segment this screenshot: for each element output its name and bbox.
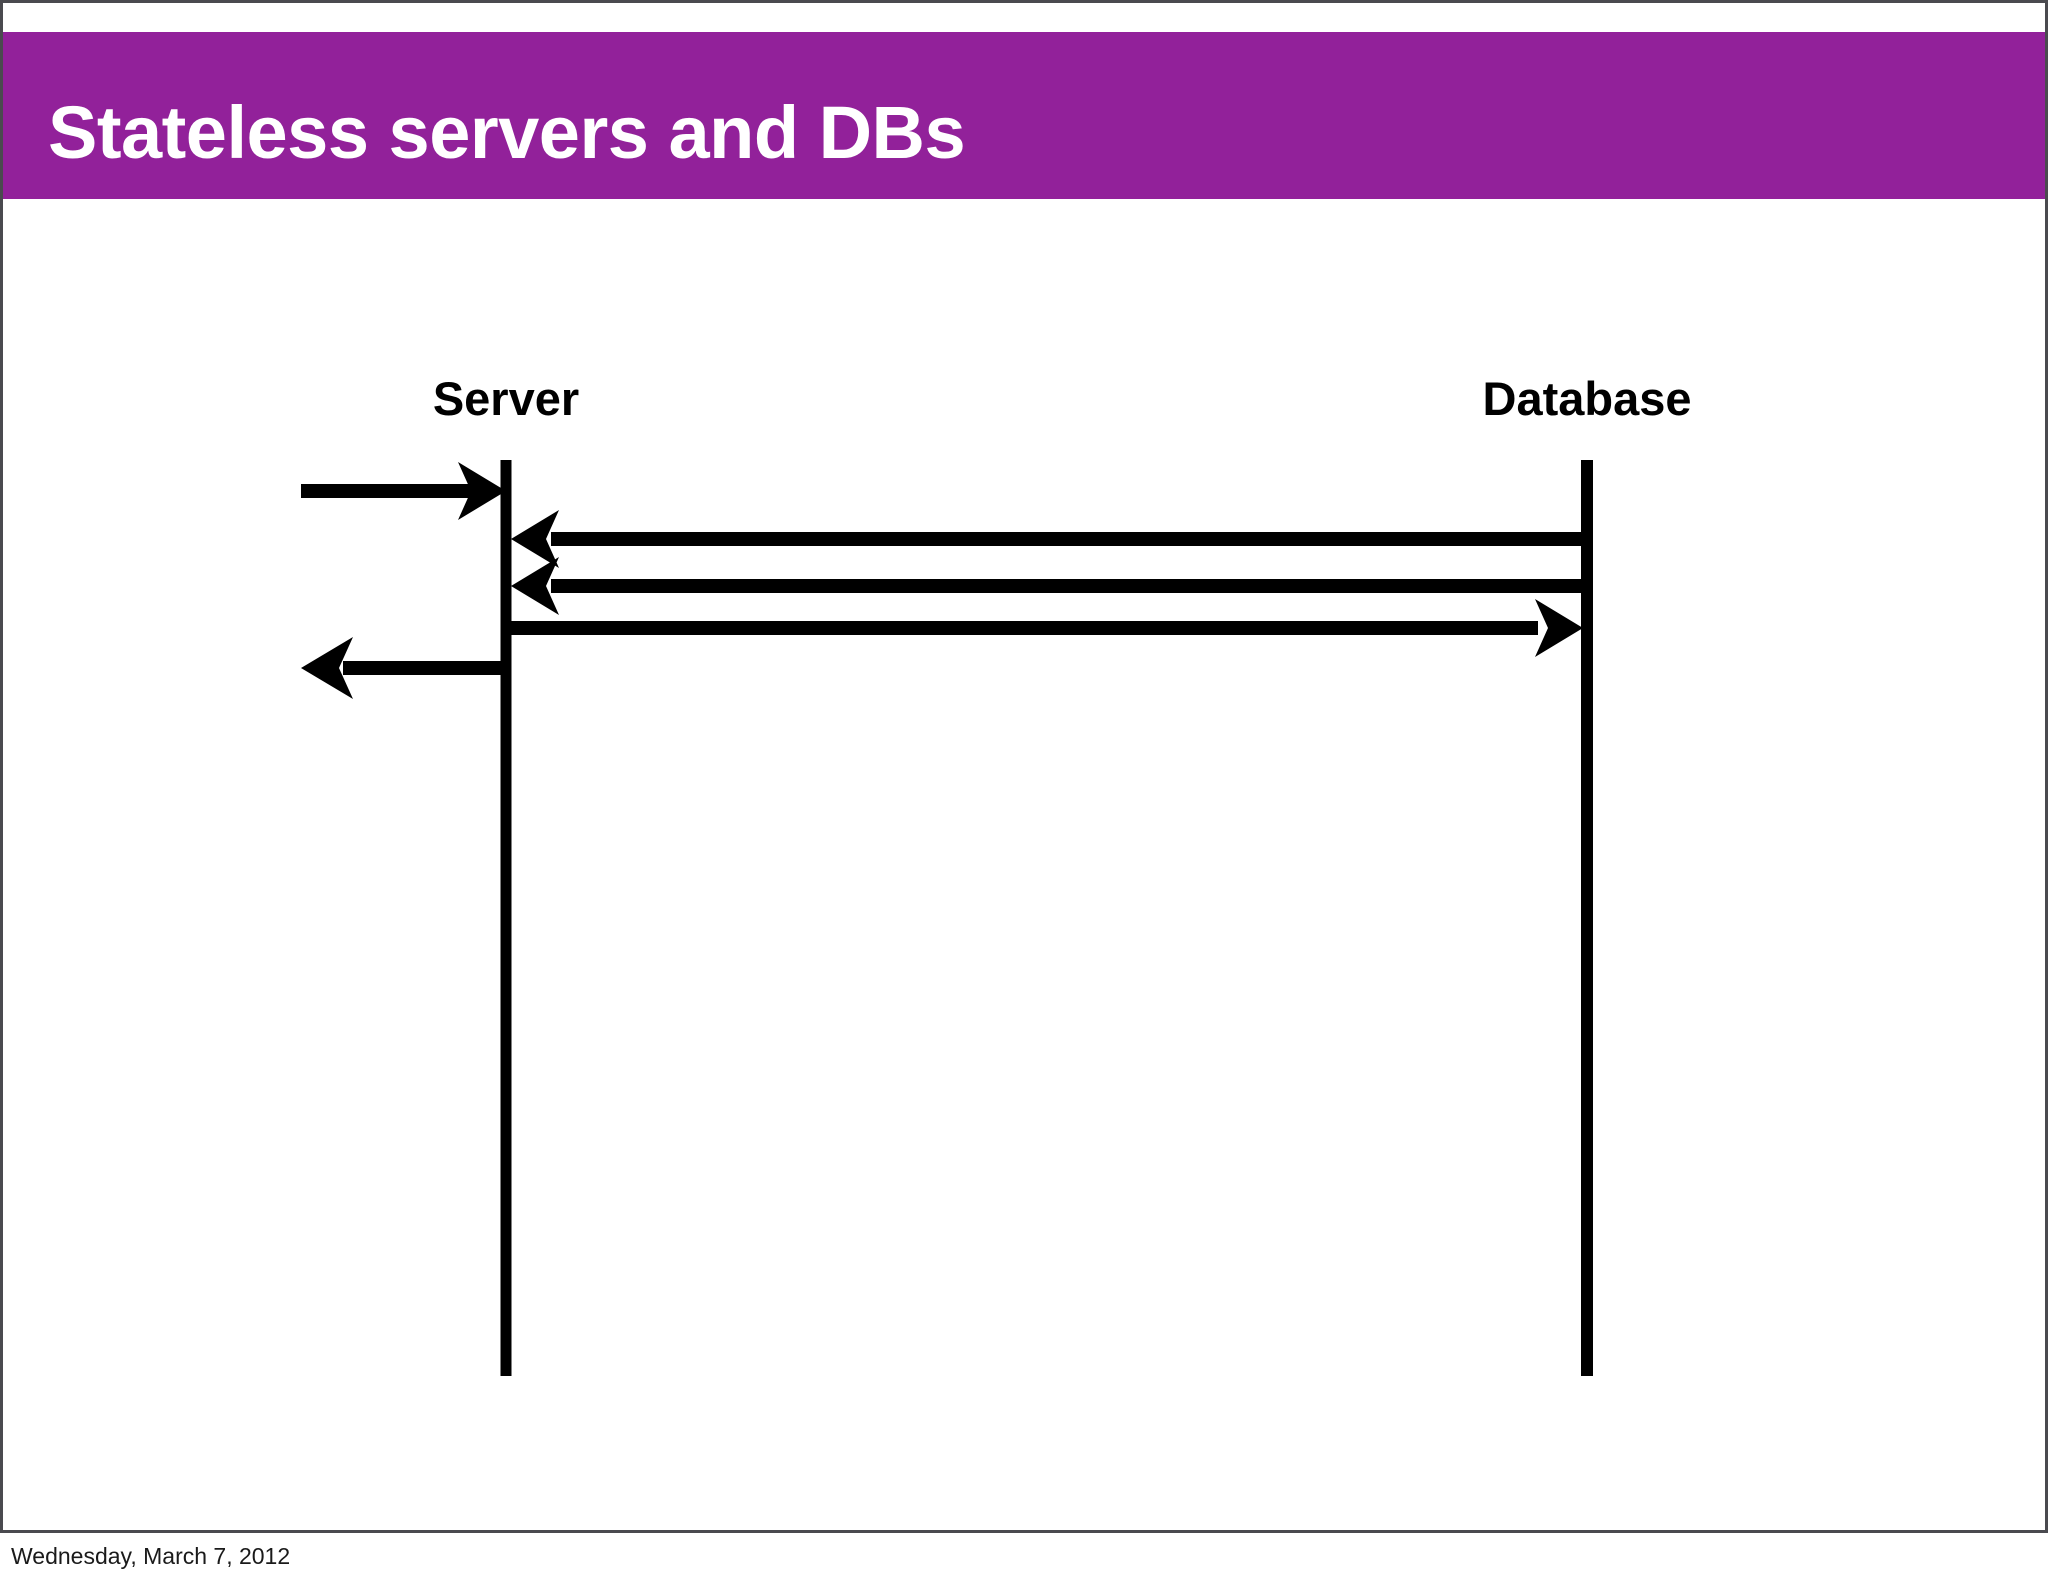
- message-incoming-request: [301, 462, 506, 520]
- message-outgoing-response: [301, 637, 511, 699]
- lifeline-label-server: Server: [432, 372, 580, 425]
- message-database-reply-2: [511, 557, 1587, 615]
- message-database-reply-1: [511, 510, 1587, 568]
- lifeline-database: [1581, 460, 1593, 1376]
- slide-canvas: Stateless servers and DBs Server Databas…: [0, 0, 2048, 1533]
- page-title: Stateless servers and DBs: [48, 91, 966, 174]
- sequence-diagram: Server Database: [3, 3, 2045, 1530]
- title-band: Stateless servers and DBs: [3, 32, 2045, 199]
- message-database-query: [506, 599, 1583, 657]
- footer-date: Wednesday, March 7, 2012: [11, 1543, 291, 1569]
- lifeline-label-database: Database: [1482, 372, 1692, 425]
- lifeline-server: [500, 460, 512, 1376]
- sequence-diagram-svg: [301, 460, 1593, 1376]
